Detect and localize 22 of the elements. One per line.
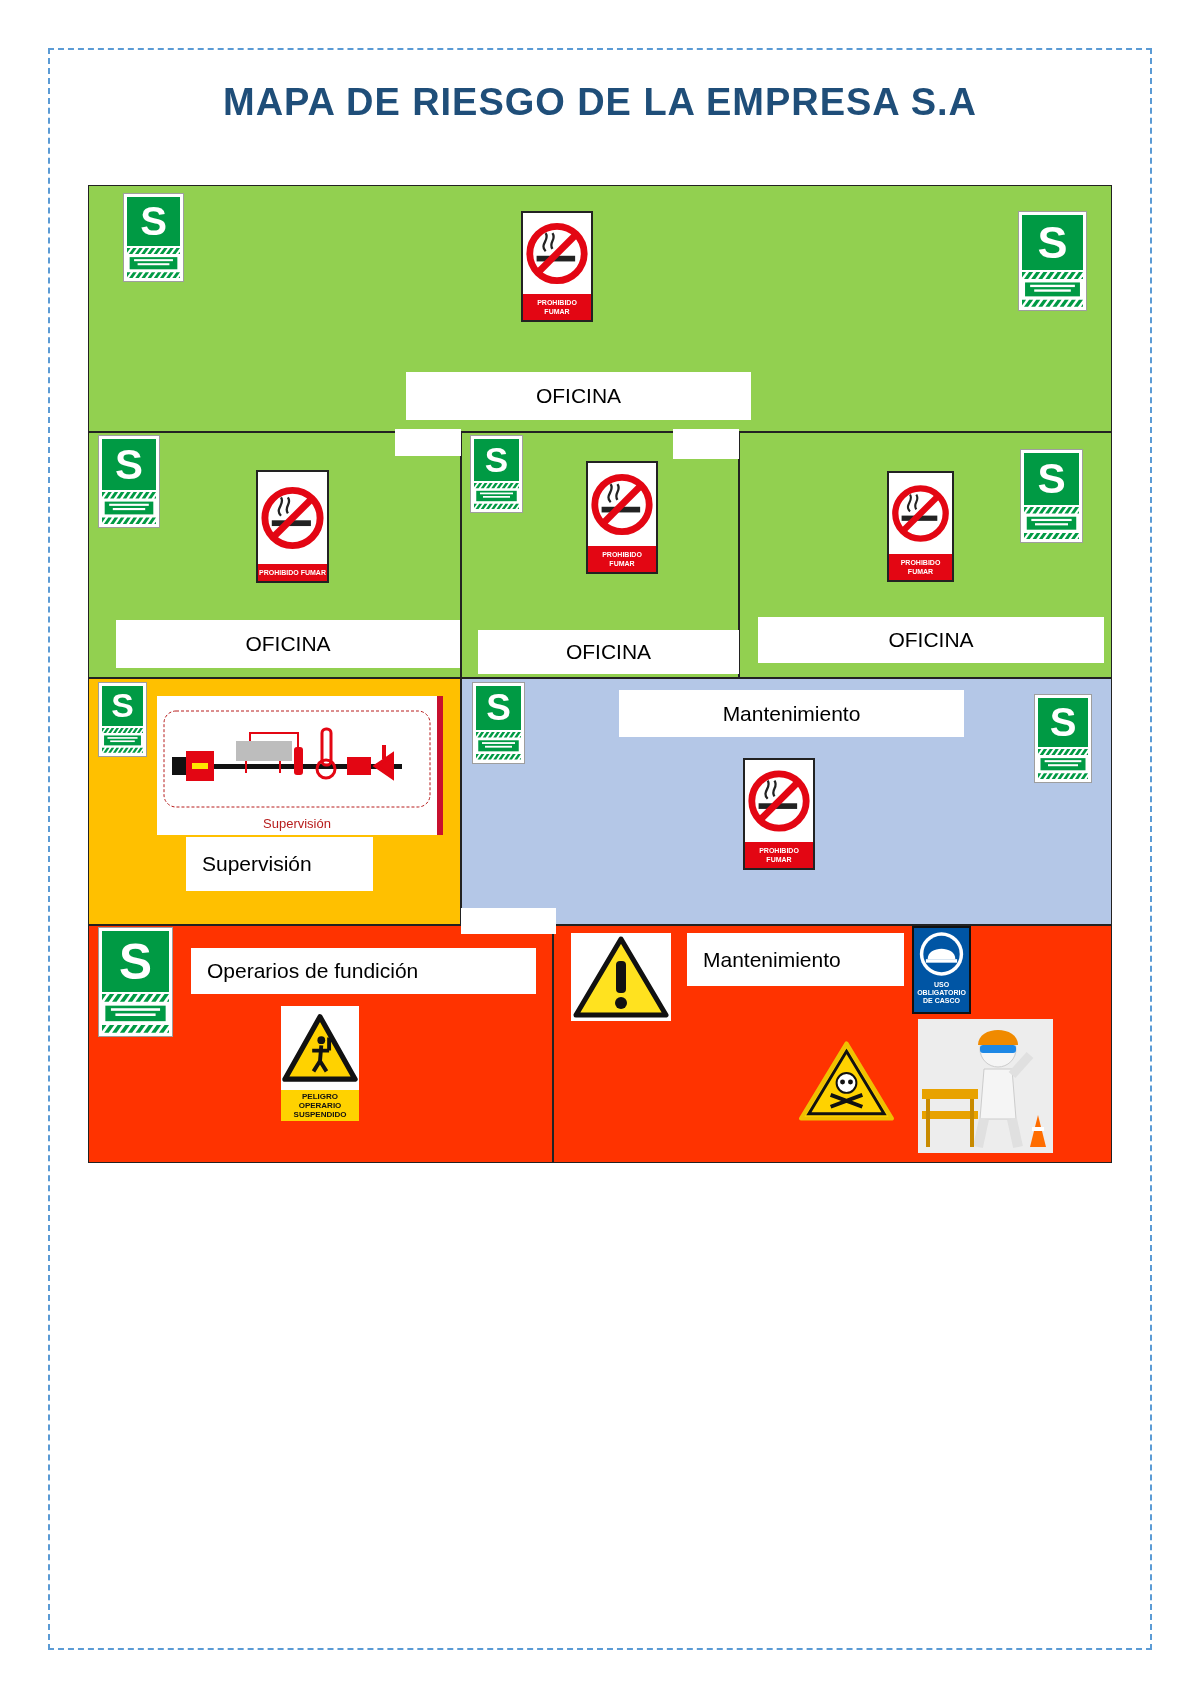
room-area bbox=[88, 185, 1112, 432]
room-label: Supervisión bbox=[186, 837, 373, 891]
sign-caption: PELIGRO OPERARIO SUSPENDIDO bbox=[281, 1090, 359, 1121]
door-gap bbox=[461, 908, 556, 934]
sign-letter: S bbox=[1024, 453, 1079, 505]
page-title: MAPA DE RIESGO DE LA EMPRESA S.A bbox=[222, 80, 978, 125]
sign-letter: S bbox=[474, 439, 519, 481]
sign-letter: S bbox=[127, 197, 180, 246]
sign-letter: S bbox=[102, 686, 143, 727]
room-label: Mantenimiento bbox=[687, 933, 904, 986]
sign-letter: S bbox=[1022, 215, 1083, 271]
room-label: OFICINA bbox=[758, 617, 1104, 663]
sign-letter: S bbox=[102, 931, 169, 993]
room-label: Mantenimiento bbox=[619, 690, 964, 737]
sign-letter: S bbox=[1038, 698, 1088, 747]
sign-letter: S bbox=[102, 439, 156, 490]
room-label: OFICINA bbox=[478, 630, 739, 674]
room-label: Operarios de fundición bbox=[191, 948, 536, 994]
sign-letter: S bbox=[476, 686, 521, 731]
room-label: OFICINA bbox=[406, 372, 751, 420]
picture-caption: Supervisión bbox=[263, 817, 331, 830]
room-label: OFICINA bbox=[116, 620, 460, 668]
